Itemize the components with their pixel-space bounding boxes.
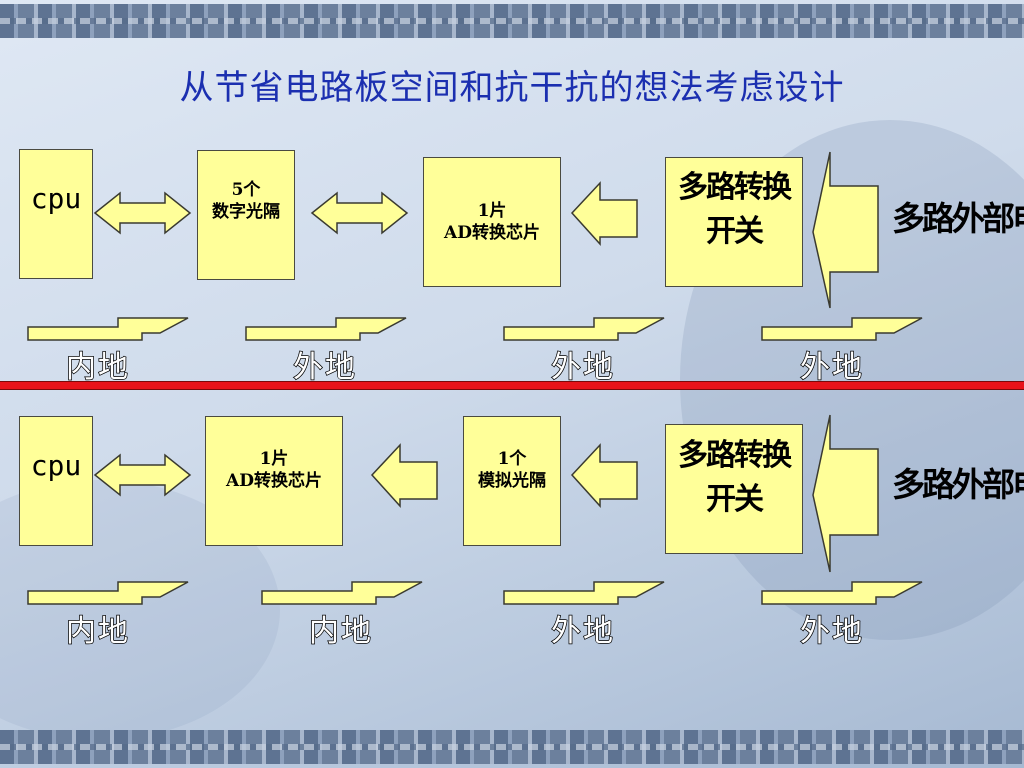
ground-label: 外地 [550,349,615,386]
double-arrow [93,191,192,235]
analog-isolator-box: 1个 模拟光隔 [463,416,561,546]
ground-label: 外地 [799,349,864,386]
multiplexer-box: 多路转换开关 [665,157,803,287]
ground-label: 外地 [292,349,357,386]
left-arrow [570,181,638,246]
ground-label: 外地 [799,613,864,650]
ground-label: 内地 [65,613,130,650]
left-arrow [370,443,438,508]
ground-arrow [261,581,423,605]
double-arrow [310,191,409,235]
left-arrow [570,443,638,508]
multiplexer-box: 多路转换开关 [665,424,803,554]
ground-arrow [503,317,665,341]
ground-label: 内地 [65,349,130,386]
external-voltage-label: 多路外部电压 [892,199,1024,238]
big-left-arrow [812,151,879,309]
adc-chip-box: 1片 AD转换芯片 [205,416,343,546]
cpu-box: cpu [19,149,93,279]
top-border [0,4,1024,38]
ground-label: 内地 [308,613,373,650]
ground-arrow [761,317,923,341]
ground-label: 外地 [550,613,615,650]
adc-chip-box: 1片 AD转换芯片 [423,157,561,287]
slide-title: 从节省电路板空间和抗干抗的想法考虑设计 [179,68,845,108]
red-divider [0,381,1024,390]
ground-arrow [245,317,407,341]
digital-isolator-box: 5个 数字光隔 [197,150,295,280]
ground-arrow [761,581,923,605]
ground-arrow [27,581,189,605]
double-arrow [93,453,192,497]
external-voltage-label: 多路外部电压 [892,465,1024,504]
bottom-border [0,730,1024,764]
ground-arrow [27,317,189,341]
cpu-box: cpu [19,416,93,546]
ground-arrow [503,581,665,605]
big-left-arrow [812,414,879,573]
